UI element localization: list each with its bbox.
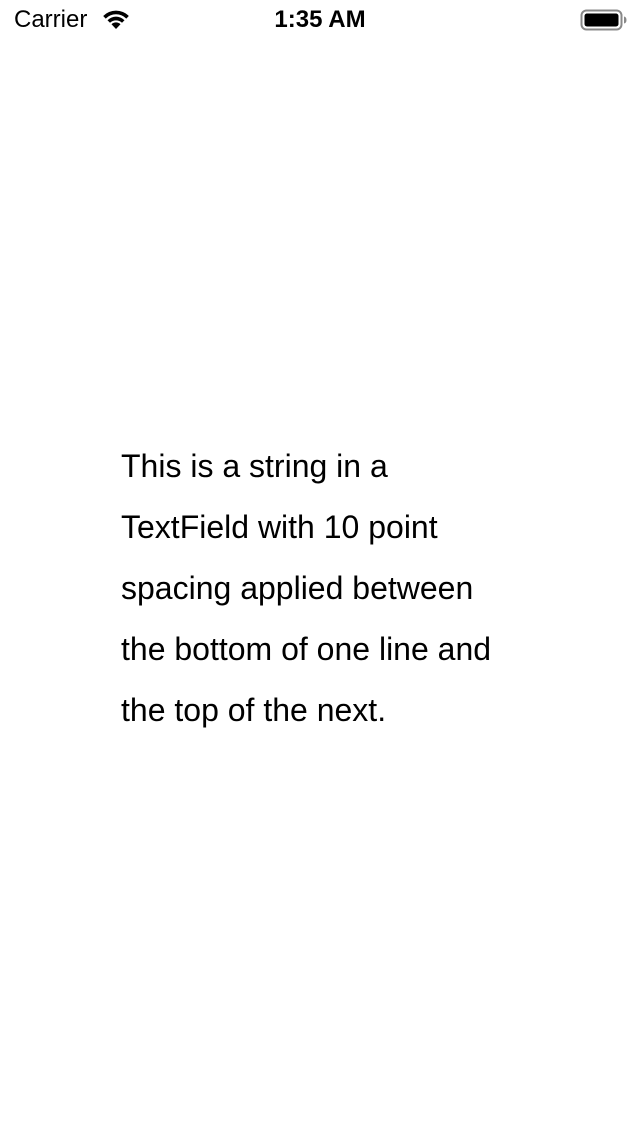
wifi-icon <box>103 10 129 29</box>
status-time: 1:35 AM <box>274 6 366 33</box>
text-line: This is a string in a <box>121 448 388 484</box>
text-line: TextField with 10 point <box>121 509 438 545</box>
text-line: the top of the next. <box>121 692 387 728</box>
text-field[interactable]: This is a string in a TextField with 10 … <box>121 436 531 741</box>
text-line: spacing applied between <box>121 570 474 606</box>
status-bar: Carrier 1:35 AM <box>0 0 640 40</box>
carrier-label: Carrier <box>14 6 88 33</box>
battery-icon <box>580 9 627 31</box>
text-line: the bottom of one line and <box>121 631 492 667</box>
